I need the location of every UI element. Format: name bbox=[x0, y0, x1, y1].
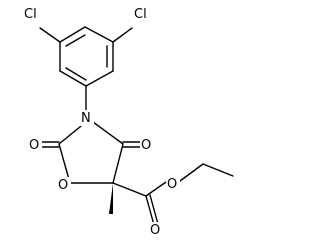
atom-o-carbonyl-right: O bbox=[141, 138, 151, 153]
bond-c-cl-right bbox=[112, 27, 133, 43]
stereo-wedge-methyl bbox=[109, 183, 113, 214]
bond-ester-o bbox=[145, 181, 167, 197]
atom-bg bbox=[132, 4, 152, 22]
bond bbox=[59, 26, 86, 43]
atom-bg bbox=[166, 176, 180, 192]
double-bond-inner bbox=[65, 67, 87, 81]
atom-cl-right: Cl bbox=[134, 7, 147, 22]
bond-c-cl-left bbox=[39, 27, 61, 43]
molecule-structure: Cl Cl N O O O O O bbox=[22, 4, 234, 238]
bond bbox=[112, 143, 124, 184]
benzene-ring bbox=[59, 26, 114, 87]
atom-o-ring: O bbox=[58, 178, 68, 193]
atom-bg bbox=[57, 177, 71, 193]
atom-bg bbox=[22, 4, 42, 22]
bond bbox=[84, 26, 114, 43]
bond bbox=[85, 70, 114, 87]
atom-cl-left: Cl bbox=[24, 7, 37, 22]
atom-n: N bbox=[81, 111, 91, 126]
oxazolidinedione-ring bbox=[58, 121, 124, 184]
atom-bg bbox=[80, 110, 94, 126]
double-bond-ester-carbonyl bbox=[145, 195, 155, 226]
bond-ethyl bbox=[202, 163, 234, 177]
bond-o-ethyl bbox=[179, 163, 204, 182]
atom-bg bbox=[28, 137, 42, 153]
atom-o-ester-ether: O bbox=[167, 177, 177, 192]
bond bbox=[59, 70, 87, 87]
double-bond-ester-carbonyl bbox=[149, 194, 159, 225]
bond bbox=[58, 143, 71, 184]
atom-o-ester-carbonyl: O bbox=[150, 223, 160, 238]
atom-bg bbox=[149, 222, 163, 238]
bond-c-ester bbox=[112, 182, 147, 197]
bond bbox=[92, 121, 124, 145]
double-bond-inner bbox=[65, 34, 86, 47]
atom-o-carbonyl-left: O bbox=[29, 138, 39, 153]
atom-bg bbox=[140, 137, 154, 153]
